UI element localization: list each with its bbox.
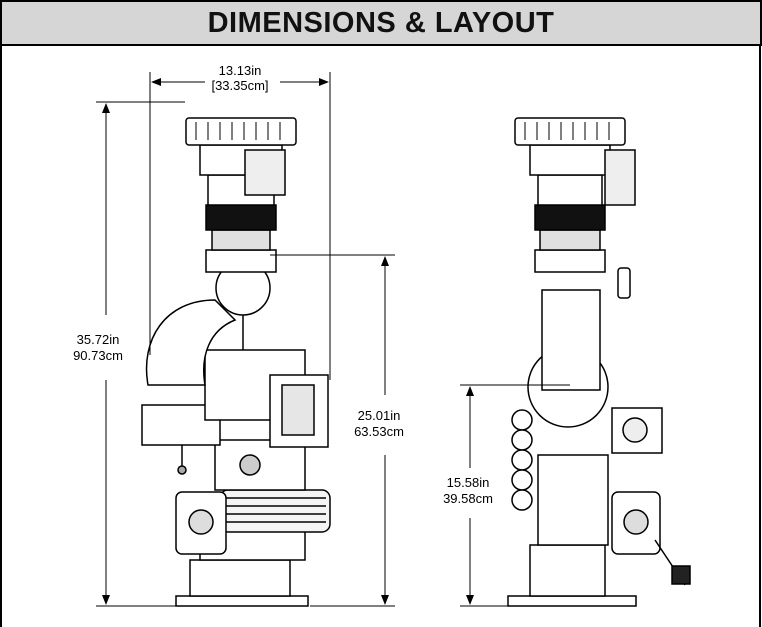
front-mid-in-label: 25.01in bbox=[358, 408, 401, 423]
front-width-cm-label: [33.35cm] bbox=[211, 78, 268, 93]
side-base-plate bbox=[507, 595, 637, 607]
front-width-in-label: 13.13in bbox=[219, 63, 262, 78]
section-header: DIMENSIONS & LAYOUT bbox=[0, 0, 762, 46]
front-dimension-lines bbox=[96, 72, 395, 607]
front-elbow bbox=[145, 299, 237, 386]
side-control-box bbox=[611, 407, 663, 454]
side-low-in-label: 15.58in bbox=[447, 475, 490, 490]
front-coil bbox=[219, 489, 331, 533]
side-low-cm-label: 39.58cm bbox=[443, 491, 493, 506]
front-base-plate bbox=[175, 595, 309, 607]
front-height-cm-label: 90.73cm bbox=[73, 348, 123, 363]
side-view-drawing bbox=[507, 117, 691, 607]
side-coil bbox=[511, 409, 533, 511]
section-title: DIMENSIONS & LAYOUT bbox=[207, 6, 555, 39]
front-mid-cm-label: 63.53cm bbox=[354, 424, 404, 439]
side-gauge bbox=[617, 267, 631, 299]
side-dimension-lines bbox=[460, 384, 570, 607]
front-view-drawing bbox=[141, 117, 331, 607]
front-height-in-label: 35.72in bbox=[77, 332, 120, 347]
